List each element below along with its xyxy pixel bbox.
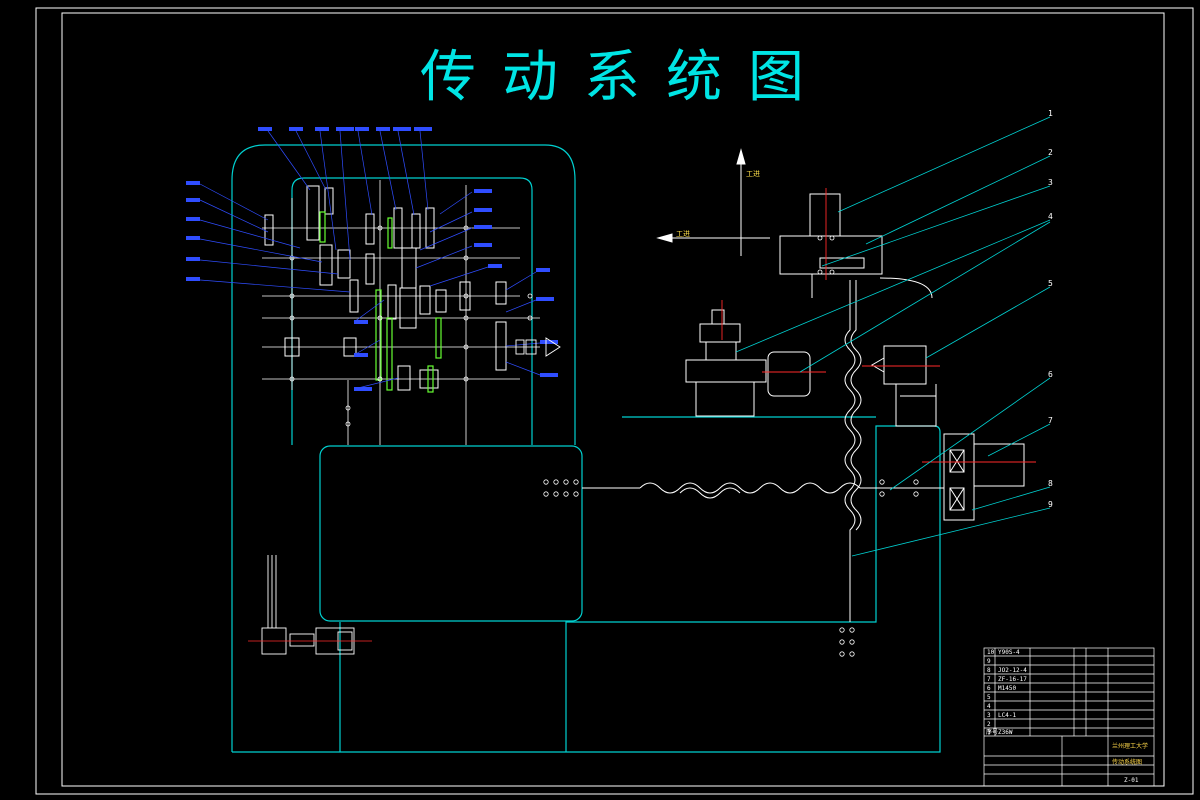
title-block-row-10-no: 10 bbox=[987, 649, 995, 656]
gear-shafts bbox=[262, 180, 540, 445]
title-block-footer-no: 序号 bbox=[986, 728, 998, 736]
fixture-unit bbox=[685, 309, 811, 417]
side-tool-unit bbox=[871, 345, 937, 427]
title-block-row-3-no: 3 bbox=[987, 712, 991, 719]
leader-lines bbox=[199, 130, 541, 390]
highlighted-shafts bbox=[319, 211, 442, 393]
title-block-row-4-no: 4 bbox=[987, 703, 991, 710]
direction-arrows bbox=[656, 148, 770, 256]
vertical-screw bbox=[844, 280, 856, 622]
direction-label-horizontal: 工进 bbox=[676, 230, 690, 238]
callout-4: 4 bbox=[1048, 212, 1053, 221]
callout-7: 7 bbox=[1048, 416, 1053, 425]
callout-6: 6 bbox=[1048, 370, 1053, 379]
title-block-row-7-no: 7 bbox=[987, 676, 991, 683]
title-block-school: 兰州理工大学 bbox=[1112, 742, 1148, 750]
title-block-row-1-no: 1 bbox=[987, 729, 991, 736]
title-block-code-6: M1450 bbox=[998, 685, 1016, 692]
title-block bbox=[983, 647, 1155, 787]
screw-bearings bbox=[543, 235, 919, 657]
callout-5: 5 bbox=[1048, 279, 1053, 288]
title-block-code-10: Y90S-4 bbox=[998, 649, 1020, 656]
callout-leaders bbox=[735, 116, 1051, 557]
callout-8: 8 bbox=[1048, 479, 1053, 488]
sheet-frame bbox=[35, 7, 1194, 795]
title-block-row-2-no: 2 bbox=[987, 721, 991, 728]
spindle-nose bbox=[515, 337, 561, 357]
title-block-code-7: ZF-16-17 bbox=[998, 676, 1027, 683]
title-block-row-6-no: 6 bbox=[987, 685, 991, 692]
callout-2: 2 bbox=[1048, 148, 1053, 157]
direction-label-vertical: 工进 bbox=[746, 170, 760, 178]
title-block-code-3: LC4-1 bbox=[998, 712, 1016, 719]
title-block-row-8-no: 8 bbox=[987, 667, 991, 674]
callout-1: 1 bbox=[1048, 109, 1053, 118]
horizontal-drive-unit bbox=[943, 433, 1025, 521]
title-block-drawing-no: Z-01 bbox=[1124, 777, 1139, 784]
title-block-drawing-name: 传动系统图 bbox=[1112, 758, 1142, 766]
title-block-code-8: JO2-12-4 bbox=[998, 667, 1027, 674]
horizontal-screw bbox=[582, 482, 944, 499]
bearing-symbols bbox=[289, 225, 533, 427]
callout-3: 3 bbox=[1048, 178, 1053, 187]
leader-tags bbox=[186, 127, 558, 391]
vertical-screw-outline bbox=[850, 280, 862, 531]
callout-9: 9 bbox=[1048, 500, 1053, 509]
machine-outline bbox=[231, 144, 941, 753]
title-block-row-9-no: 9 bbox=[987, 658, 991, 665]
title-block-code-1: Z36W bbox=[998, 729, 1013, 736]
title-block-row-5-no: 5 bbox=[987, 694, 991, 701]
drawing-title: 传动系统图 bbox=[420, 45, 830, 110]
gears bbox=[264, 185, 507, 391]
